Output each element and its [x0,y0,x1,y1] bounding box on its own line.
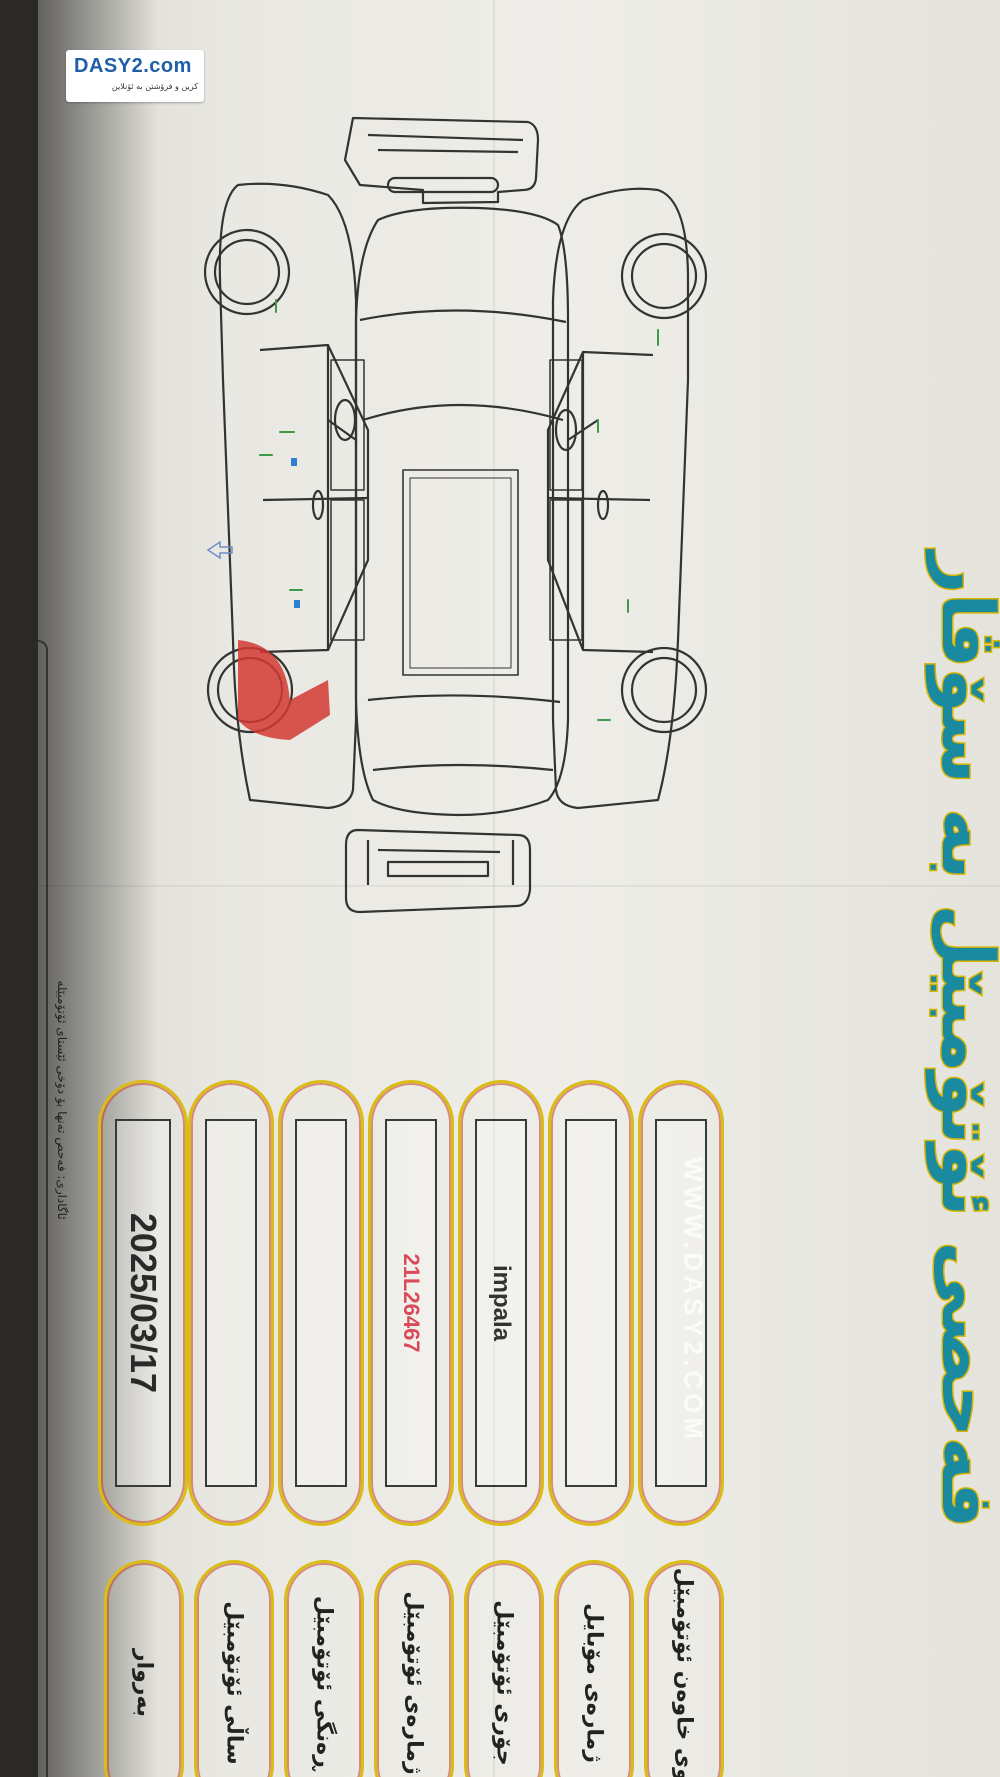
damage-mark-red [238,640,290,740]
watermark-text: WWW.DASY2.COM [678,1157,709,1443]
field-value-pill: impala [458,1080,544,1526]
field-value-box [565,1119,617,1487]
left-side-view-outline [203,182,370,810]
plate-number-label: ژمارەی ئۆتۆمبێل [401,1591,427,1775]
fold-line [38,885,1000,887]
field-label-pill: ڕەنگی ئۆتۆمبێل [284,1560,364,1777]
side-note-box [38,640,48,1777]
car-year-label: ساڵی ئۆتۆمبێل [221,1601,247,1765]
car-model-value: impala [488,1264,515,1342]
logo-tagline: کرین و فرۆشتن بە ئۆنلاین [111,82,198,91]
rear-bumper-outline [344,828,532,914]
field-value-pill: 2025/03/17 [98,1080,188,1526]
fold-line [493,0,495,1777]
field-value-box [205,1119,257,1487]
car-color-label: ڕەنگی ئۆتۆمبێل [311,1595,337,1771]
field-label-pill: ژمارەی مۆبایل [554,1560,634,1777]
top-view-outline [327,206,599,817]
field-value-pill [278,1080,364,1526]
side-note-text: ئاگاداری: فەحص تەنها بۆ دۆخی ئێستای ئۆتۆ… [55,980,69,1220]
car-model-label: جۆری ئۆتۆمبێل [491,1600,517,1766]
field-value-pill [638,1080,724,1526]
front-bumper-outline [343,116,540,205]
logo-brand: DASY2.com [74,55,192,77]
car-damage-diagram [203,116,708,914]
paint-marks [259,299,659,721]
date-label: بەروار [131,1648,157,1718]
field-label-pill: ساڵی ئۆتۆمبێل [194,1560,274,1777]
inspection-form-sheet: DASY2.com کرین و فرۆشتن بە ئۆنلاین فەحصی… [38,0,1000,1777]
field-value-box [295,1119,347,1487]
right-side-view-outline [546,187,708,810]
field-value-box: impala [475,1119,527,1487]
field-label-pill: ژمارەی ئۆتۆمبێل [374,1560,454,1777]
field-value-pill [188,1080,274,1526]
field-label-pill: ناوی خاوەن ئۆتۆمبێل [644,1560,724,1777]
field-value-box [655,1119,707,1487]
field-label-pill: بەروار [104,1560,184,1777]
arrow-outline-icon [206,540,233,560]
field-value-pill: 21L26467 [368,1080,454,1526]
owner-name-label: ناوی خاوەن ئۆتۆمبێل [671,1567,697,1777]
field-value-box: 21L26467 [385,1119,437,1487]
dasy2-logo: DASY2.com کرین و فرۆشتن بە ئۆنلاین [66,50,204,102]
date-value: 2025/03/17 [123,1212,164,1394]
field-label-pill: جۆری ئۆتۆمبێل [464,1560,544,1777]
damage-mark-red [290,680,330,740]
mobile-label: ژمارەی مۆبایل [581,1603,607,1763]
plate-number-value: 21L26467 [399,1253,424,1353]
field-value-box: 2025/03/17 [115,1119,171,1487]
field-value-pill [548,1080,634,1526]
form-title: فەحصی ئۆتۆمبێل بە سۆڤار [925,551,1000,1530]
